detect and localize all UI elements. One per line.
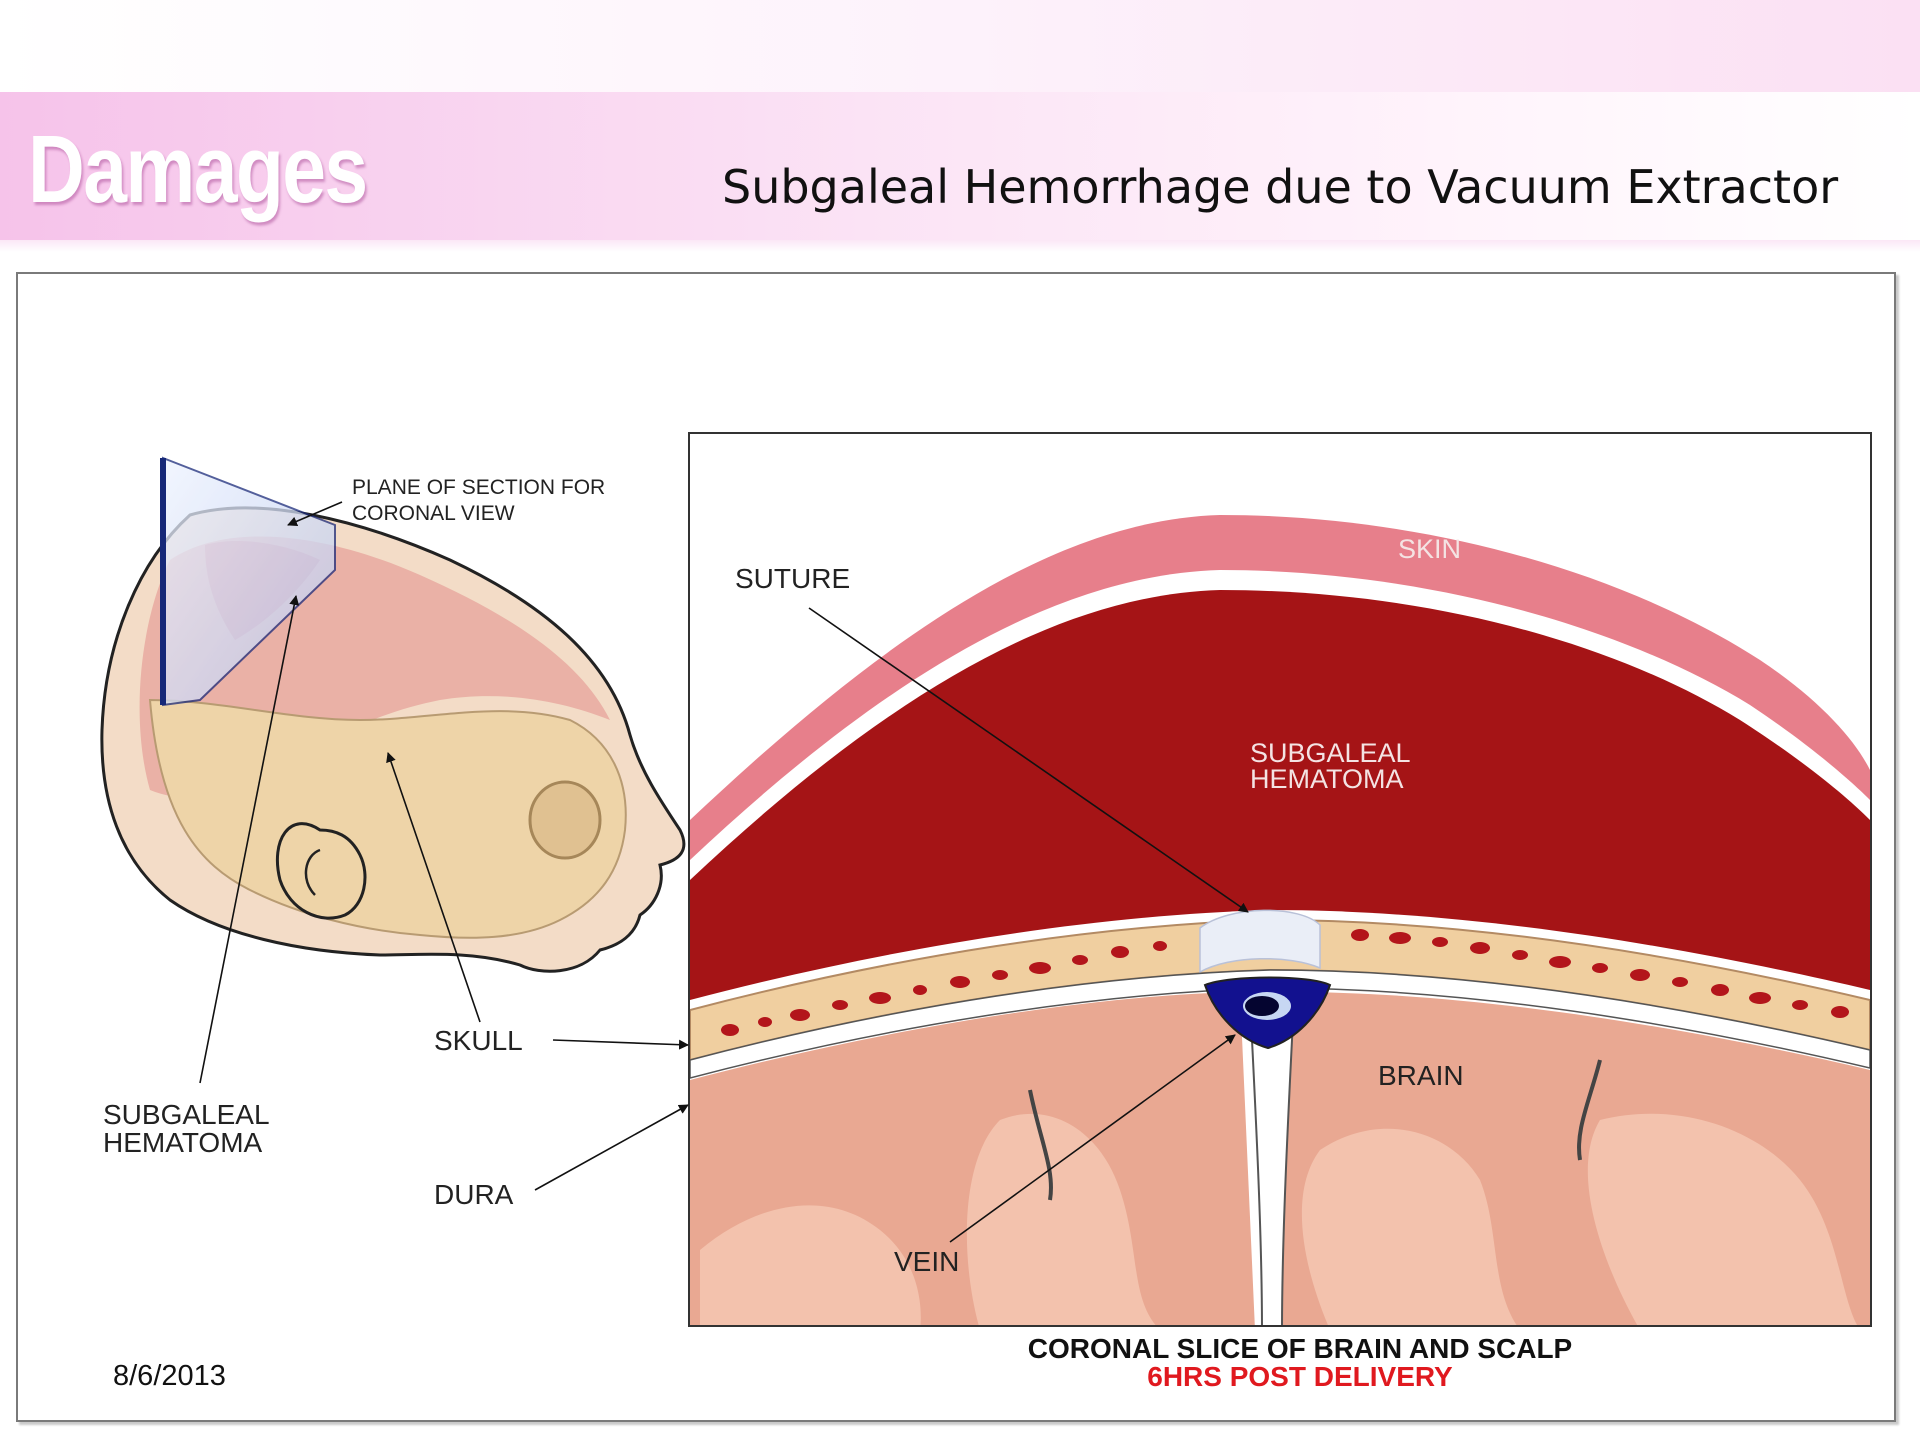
bone-marrow-spots bbox=[721, 929, 1849, 1036]
sulcus-left bbox=[1028, 1089, 1053, 1201]
header-band bbox=[0, 0, 1920, 252]
label-hematoma-left-line2: HEMATOMA bbox=[103, 1127, 263, 1158]
slide-date: 8/6/2013 bbox=[113, 1360, 226, 1392]
eye-orbit bbox=[528, 780, 602, 860]
label-hematoma-center-line1: SUBGALEAL bbox=[1250, 738, 1411, 768]
ear bbox=[275, 822, 367, 920]
label-suture: SUTURE bbox=[735, 563, 850, 594]
leader-lines bbox=[199, 501, 1249, 1243]
label-brain: BRAIN bbox=[1378, 1060, 1464, 1091]
label-hematoma-center-line2: HEMATOMA bbox=[1250, 764, 1404, 794]
brain-gyri bbox=[700, 1113, 1858, 1325]
section-title: Damages bbox=[28, 116, 368, 223]
label-vein: VEIN bbox=[894, 1246, 959, 1277]
slide-title: Subgaleal Hemorrhage due to Vacuum Extra… bbox=[722, 160, 1839, 214]
falx bbox=[1248, 999, 1296, 1325]
label-plane-line2: CORONAL VIEW bbox=[352, 502, 515, 525]
caption-line1: CORONAL SLICE OF BRAIN AND SCALP bbox=[1028, 1333, 1572, 1364]
label-hematoma-left-line1: SUBGALEAL bbox=[103, 1099, 270, 1130]
coronal-slice bbox=[690, 515, 1870, 1325]
label-dura: DURA bbox=[434, 1179, 514, 1210]
label-skull: SKULL bbox=[434, 1025, 523, 1056]
label-skin: SKIN bbox=[1398, 534, 1461, 564]
caption-line2: 6HRS POST DELIVERY bbox=[1147, 1361, 1453, 1392]
label-plane-line1: PLANE OF SECTION FOR bbox=[352, 476, 605, 499]
sulcus-right bbox=[1577, 1059, 1602, 1161]
infant-head-illustration bbox=[100, 456, 686, 973]
skull-bone bbox=[148, 698, 627, 939]
dura-layer bbox=[690, 969, 1870, 1079]
